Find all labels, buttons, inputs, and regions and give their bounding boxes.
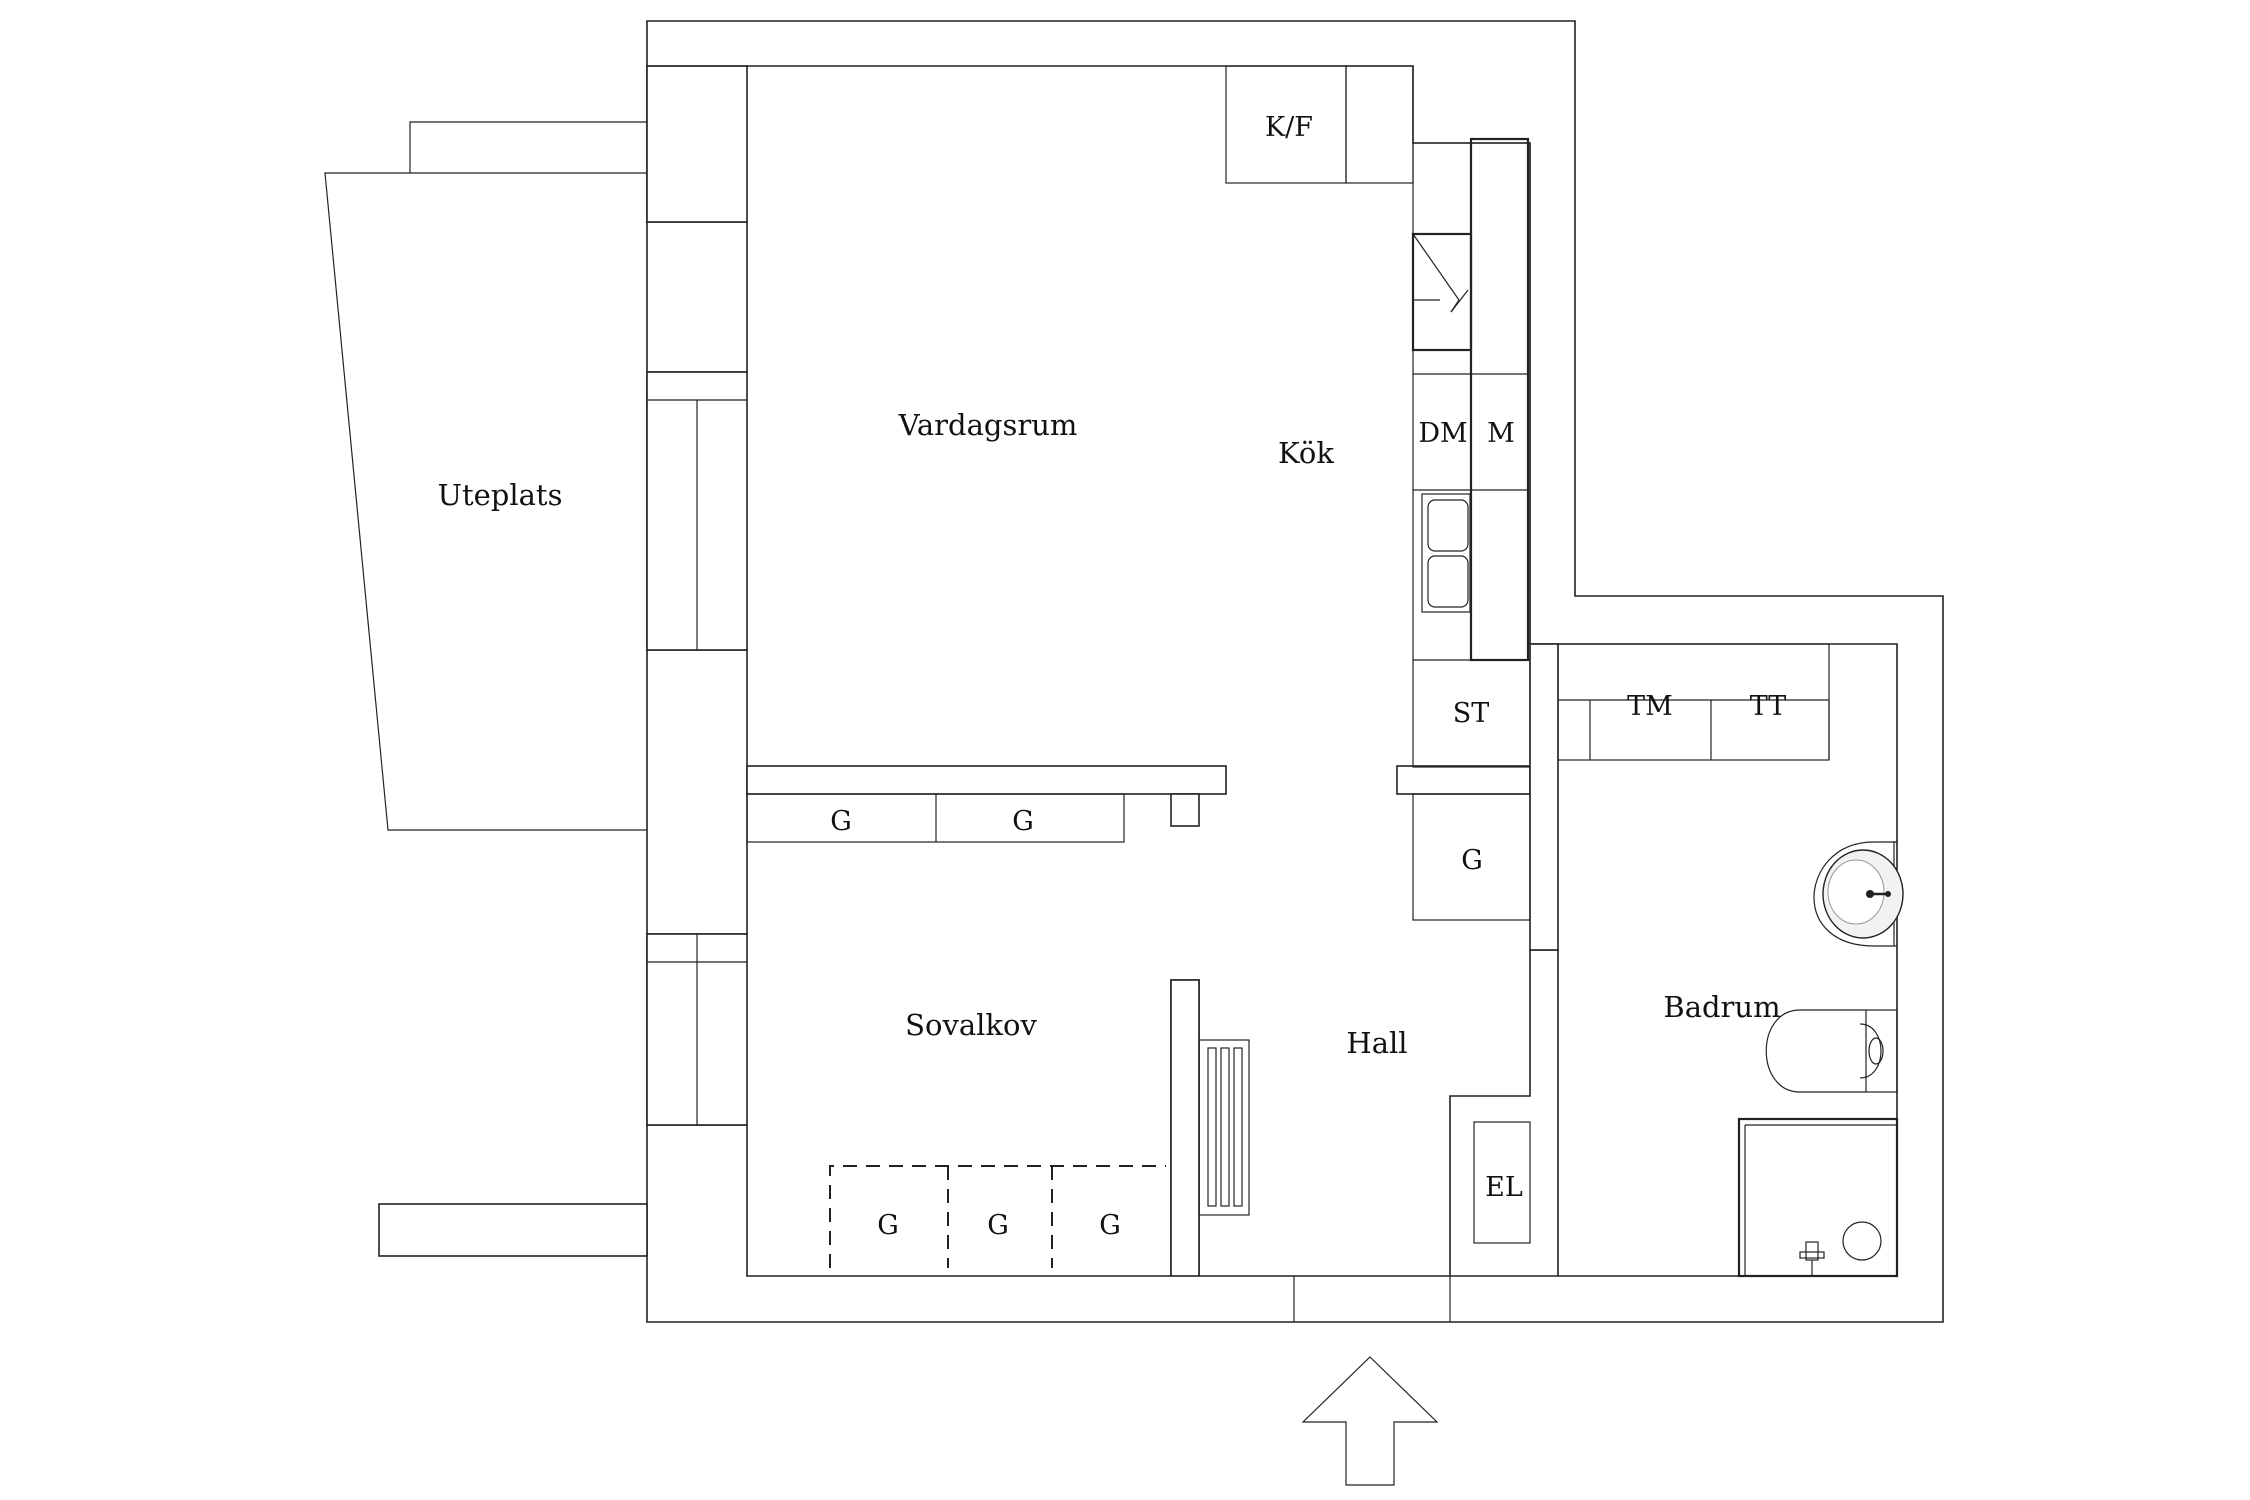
window-living-top-left: [646, 65, 748, 223]
room-label-vardagsrum: Vardagsrum: [898, 408, 1078, 442]
label-wardrobe: G: [830, 806, 852, 837]
label-fridge-freezer: K/F: [1265, 112, 1313, 143]
room-label-kok: Kök: [1278, 436, 1334, 470]
wall-bath-left: [1529, 643, 1559, 951]
room-label-hall: Hall: [1346, 1026, 1407, 1060]
label-electrical: EL: [1485, 1172, 1523, 1203]
label-dishwasher: DM: [1418, 418, 1467, 449]
wall-bedroom-top: [746, 765, 1227, 795]
radiator-icon: [1198, 1039, 1250, 1216]
arrow-up-icon: [1301, 1356, 1439, 1486]
label-wardrobe: G: [1099, 1210, 1121, 1241]
label-microwave: M: [1487, 418, 1515, 449]
room-label-badrum: Badrum: [1663, 990, 1780, 1024]
exterior-walls: [645, 20, 1944, 1323]
room-label-sovalkov: Sovalkov: [905, 1008, 1037, 1042]
label-wardrobe: G: [1012, 806, 1034, 837]
toilet-icon: [1765, 1009, 1898, 1093]
label-wardrobe: G: [1461, 845, 1483, 876]
entrance-door-gap[interactable]: [1294, 1277, 1450, 1321]
wall-hall-left: [1170, 979, 1200, 1277]
wall-bedroom-top-stub: [1170, 793, 1200, 827]
closet-hall: [1412, 793, 1531, 921]
label-wardrobe: G: [987, 1210, 1009, 1241]
kitchen-sink-icon: [1421, 493, 1471, 613]
shower-icon: [1737, 1117, 1899, 1278]
bath-cabinet: [1557, 643, 1830, 761]
electrical-cabinet: [1473, 1121, 1531, 1244]
washbasin-icon: [1813, 841, 1904, 947]
patio-outline: [324, 121, 647, 831]
label-dryer: TT: [1750, 691, 1787, 722]
patio-ledge: [378, 1203, 648, 1257]
label-washing-machine: TM: [1627, 691, 1673, 722]
room-label-uteplats: Uteplats: [438, 478, 563, 512]
label-storage: ST: [1453, 698, 1490, 729]
stove-icon: [1411, 232, 1473, 352]
wall-kitchen-stub: [1396, 765, 1531, 795]
wardrobe-dashed: [829, 1165, 1166, 1268]
upper-cabinet: [1469, 137, 1530, 662]
label-wardrobe: G: [877, 1210, 899, 1241]
counter-top-right: [1345, 65, 1414, 184]
